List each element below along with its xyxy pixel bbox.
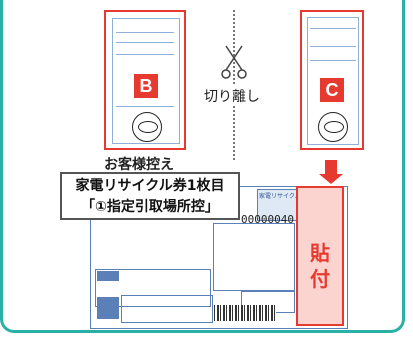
slip-b-badge: B	[134, 74, 158, 98]
slip-b-form-line	[116, 42, 174, 43]
form-field-box	[95, 269, 211, 307]
form-field-box	[97, 271, 119, 281]
slip-b-form	[112, 18, 180, 144]
callout-line-2: 「①指定引取場所控」	[81, 199, 219, 215]
slip-c: C	[300, 10, 364, 150]
paste-label-1: 貼	[310, 241, 330, 265]
form-field-box	[121, 295, 213, 323]
slip-b-form-line	[116, 106, 174, 107]
arrow-down-icon	[319, 174, 343, 184]
scissors-icon	[221, 45, 247, 79]
slip-c-form-line	[310, 46, 356, 47]
form-field-box	[97, 297, 119, 319]
form-number: 00000040-1	[241, 213, 308, 226]
slip-b-form-line	[116, 54, 174, 55]
slip-b-form-line	[116, 32, 174, 33]
slip-c-form-line	[310, 28, 356, 29]
slip-b-stamp-icon	[132, 112, 162, 142]
slip-c-stamp-icon	[318, 112, 348, 142]
content-frame	[0, 0, 405, 333]
form-header-text: 家電リサイクル券	[259, 193, 307, 200]
paste-label-2: 付	[310, 267, 330, 291]
form-header-box	[257, 189, 299, 221]
slip-c-form	[307, 17, 359, 145]
cut-label: 切り離し	[202, 86, 262, 106]
slip-c-badge: C	[320, 78, 344, 102]
paste-area: 貼 付	[296, 186, 344, 326]
callout-line-1: 家電リサイクル券1枚目	[75, 178, 225, 194]
slip-b-caption: お客様控え	[104, 157, 174, 173]
form-field-box	[213, 223, 295, 291]
barcode-graphic	[214, 305, 276, 321]
cut-line	[233, 10, 235, 160]
slip-b: B	[104, 10, 186, 150]
form-callout: 家電リサイクル券1枚目 「①指定引取場所控」	[60, 172, 240, 220]
slip-c-form-line	[310, 60, 356, 61]
arrow-shaft	[325, 160, 337, 176]
